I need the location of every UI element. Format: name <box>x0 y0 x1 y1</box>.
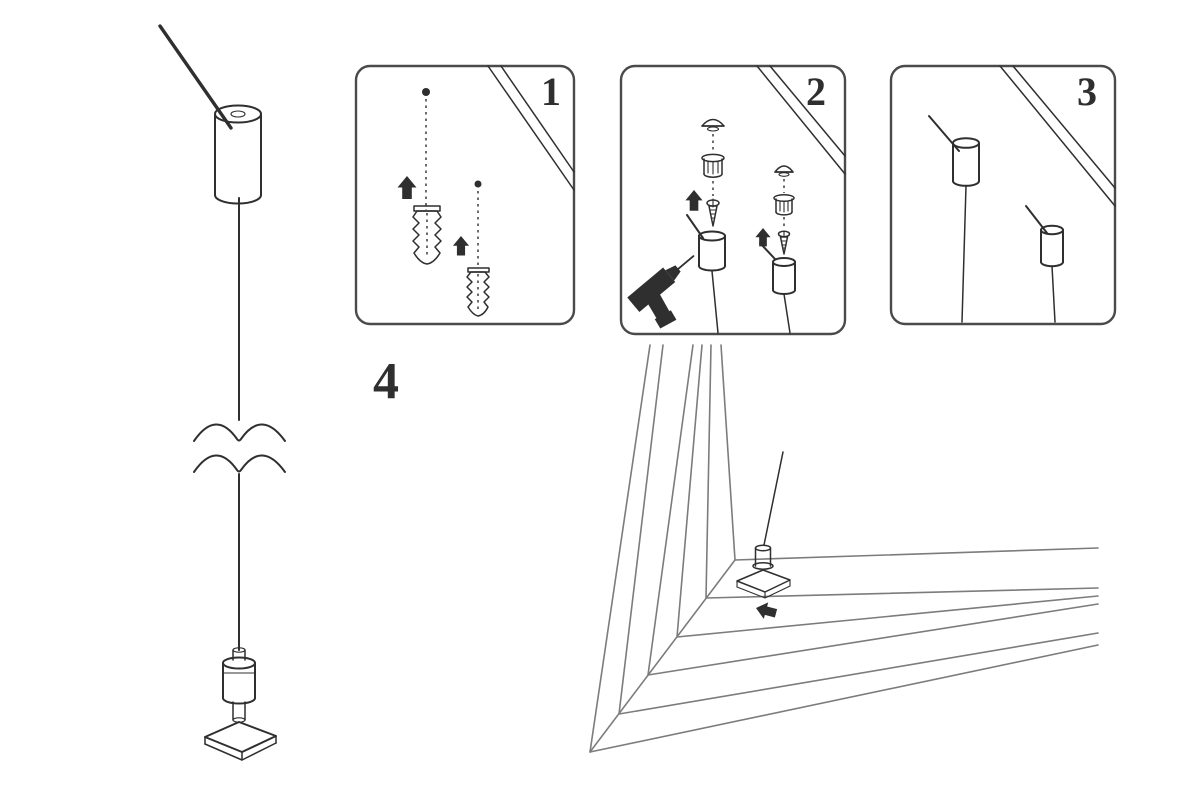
step2-panel-border <box>619 64 847 336</box>
fixing-column-right <box>755 165 796 334</box>
step-number-1: 1 <box>541 69 561 114</box>
frame-profile-lines <box>589 344 1099 753</box>
cable-break-marks <box>193 423 286 473</box>
drill-point-left <box>397 88 442 265</box>
steel-cable <box>1051 265 1056 323</box>
step-number-2: 2 <box>806 69 826 114</box>
cover-cap-icon <box>774 165 794 177</box>
steel-cable <box>783 293 791 334</box>
steel-cable <box>763 451 784 546</box>
ceiling-perspective-lines <box>756 65 846 175</box>
cable-loose-end <box>1025 205 1048 234</box>
cable-loose-end <box>158 24 233 130</box>
cable-gripper-bottom <box>222 647 256 723</box>
cable-loose-end <box>759 242 776 260</box>
threaded-insert-icon <box>701 153 725 178</box>
threaded-insert-icon <box>773 193 795 216</box>
ceiling-fixing-large <box>214 104 262 205</box>
drill-icon <box>627 255 695 329</box>
ceiling-fixing-icon <box>686 214 726 334</box>
cover-cap-icon <box>701 118 725 132</box>
ceiling-fixing-icon <box>759 242 796 334</box>
steel-cable <box>961 185 967 323</box>
drill-dot <box>422 88 430 96</box>
step-number-4: 4 <box>373 353 399 410</box>
step1-panel <box>354 64 576 326</box>
frame-corner-drawing <box>589 344 1099 753</box>
hanging-kit-overview <box>158 24 286 761</box>
drill-dot <box>474 180 482 188</box>
fixing-column-left <box>685 118 726 334</box>
cable-gripper-on-frame <box>736 451 791 599</box>
ceiling-perspective-lines <box>999 65 1116 207</box>
drill-bit <box>677 255 695 270</box>
wall-plug-icon <box>412 205 442 265</box>
wall-plug-icon <box>466 267 490 317</box>
step2-panel <box>619 64 847 336</box>
hung-cable-right <box>1025 205 1064 323</box>
steel-cable <box>711 270 719 334</box>
ceiling-perspective-lines <box>487 65 575 191</box>
screw-icon <box>706 198 720 227</box>
gripper-base-plate <box>736 569 791 593</box>
drill-point-right <box>452 180 490 317</box>
step3-panel <box>889 64 1117 326</box>
hung-cable-left <box>928 115 980 323</box>
screw-icon <box>777 230 791 255</box>
direction-arrow-icon <box>753 599 779 622</box>
miter-joint-line <box>589 559 736 753</box>
step3-panel-border <box>889 64 1117 326</box>
step1-panel-border <box>354 64 576 326</box>
frame-base-plate <box>204 721 277 761</box>
step-number-3: 3 <box>1077 69 1097 114</box>
